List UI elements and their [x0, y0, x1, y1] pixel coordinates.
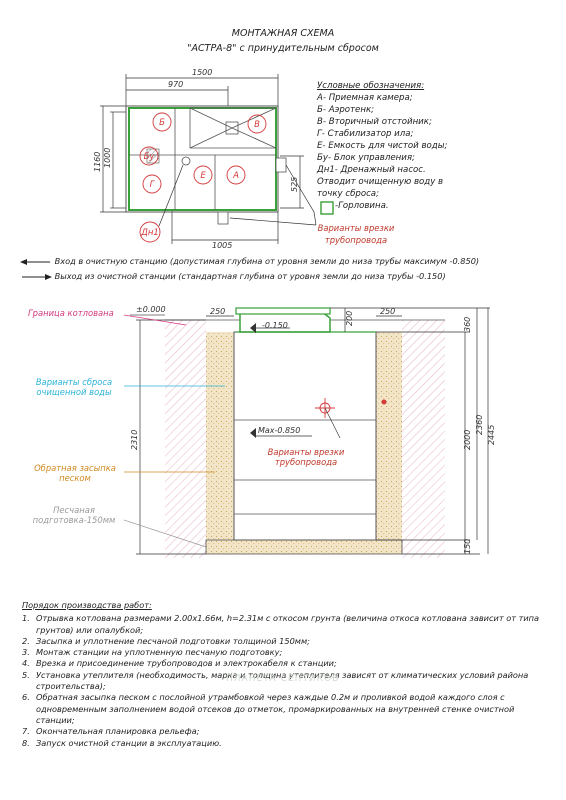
- procedure-step: 8.Запуск очистной станции в эксплуатацию…: [22, 737, 222, 748]
- dim-2360: 2360: [475, 415, 484, 435]
- legend-item: Бу- Блок управления;: [317, 153, 415, 163]
- dim-1005: 1005: [212, 241, 232, 250]
- procedure-step: 5.Установка утеплителя (необходимость, м…: [22, 669, 529, 692]
- dim-525: 525: [290, 177, 299, 192]
- dim-1000: 1000: [103, 148, 112, 168]
- soil-right: [402, 320, 445, 558]
- backfill-label: Обратная засыпка песком: [34, 463, 116, 483]
- dim-970: 970: [168, 80, 183, 89]
- procedure-step: 2.Засыпка и уплотнение песчаной подготов…: [22, 635, 310, 646]
- legend-item: Е- Емкость для чистой воды;: [317, 141, 448, 151]
- section-view: -0.150 Max-0.850 2310 250 250 200 360: [123, 305, 496, 558]
- depth-outlet-label: -0.150: [262, 321, 288, 330]
- neck-legend-swatch: [320, 201, 334, 215]
- chamber-v-label: В: [254, 120, 260, 130]
- legend: Условные обозначения: А- Приемная камера…: [317, 80, 447, 212]
- outlet-text: Выход из очистной станции (стандартная г…: [54, 271, 446, 281]
- dim-2000: 2000: [463, 430, 472, 450]
- procedure-step: 7.Окончательная планировка рельефа;: [22, 726, 200, 737]
- inlet-note: Вход в очистную станцию (допустимая глуб…: [20, 256, 479, 266]
- legend-item: В- Вторичный отстойник;: [317, 117, 432, 127]
- legend-hatch-label: -Горловина.: [335, 201, 389, 211]
- arrow-right-icon: [22, 273, 52, 280]
- dim-360: 360: [463, 317, 472, 332]
- legend-item: Б- Аэротенк;: [317, 105, 375, 115]
- procedure-step: 1.Отрывка котлована размерами 2.00х1.66м…: [22, 613, 540, 635]
- legend-item: А- Приемная камера;: [317, 93, 413, 103]
- dim-2445: 2445: [487, 425, 496, 445]
- chamber-e-label: Е: [200, 171, 206, 181]
- dim-150: 150: [463, 539, 472, 554]
- backfill-left: [206, 332, 234, 540]
- discharge-variants-label: Варианты сброса очищенной воды: [35, 377, 113, 397]
- plan-view: 1500 970 1160 1000 525 1005 Б В: [93, 68, 395, 250]
- legend-item: Г- Стабилизатор ила;: [317, 129, 414, 139]
- section-pipe-variants-label: Варианты врезки трубопровода: [267, 447, 345, 467]
- dim-1160: 1160: [93, 152, 102, 172]
- legend-heading: Условные обозначения:: [317, 81, 425, 91]
- procedure-heading: Порядок производства работ:: [22, 600, 152, 610]
- chamber-b-label: Б: [159, 118, 165, 128]
- legend-item: точку сброса;: [317, 189, 379, 199]
- procedure-step: 3.Монтаж станции на уплотненную песчаную…: [22, 647, 283, 658]
- soil-left: [165, 320, 206, 558]
- ground-level-label: ±0.000: [136, 305, 166, 314]
- arrow-left-icon: [20, 258, 50, 265]
- page-subtitle: "АСТРА-8" с принудительным сбросом: [187, 43, 379, 54]
- inlet-text: Вход в очистную станцию (допустимая глуб…: [54, 256, 480, 266]
- pit-boundary-label: Граница котлована: [28, 308, 114, 318]
- page-title: МОНТАЖНАЯ СХЕМА: [231, 28, 335, 39]
- procedure-step: 6.Обратная засыпка песком с послойной ут…: [22, 692, 515, 725]
- procedure: Порядок производства работ: 1.Отрывка ко…: [22, 600, 552, 749]
- depth-inlet-label: Max-0.850: [258, 426, 300, 435]
- plan-pipe-variants-label-1: Варианты врезки: [318, 223, 395, 233]
- dim-2310: 2310: [130, 430, 139, 450]
- dim-right-250: 250: [380, 307, 395, 316]
- procedure-step: 4.Врезка и присоединение трубопроводов и…: [22, 658, 337, 669]
- dim-left-250: 250: [210, 307, 225, 316]
- plan-pipe-variants-label-2: трубопровода: [325, 235, 387, 245]
- sand-base-label: Песчаная подготовка-150мм: [32, 505, 116, 525]
- chamber-bu-label: Бу: [144, 152, 156, 162]
- dim-200: 200: [345, 311, 354, 326]
- chamber-a-label: А: [232, 171, 239, 181]
- chamber-g-label: Г: [150, 180, 156, 190]
- legend-item: Дн1- Дренажный насос.: [317, 165, 426, 175]
- outlet-note: Выход из очистной станции (стандартная г…: [20, 271, 446, 281]
- drain-pump-label: Дн1: [140, 228, 159, 238]
- legend-item: Отводит очищенную воду в: [317, 177, 444, 187]
- backfill-right: [376, 332, 402, 540]
- control-unit-hatch: [146, 148, 160, 164]
- sand-base: [205, 539, 403, 555]
- dim-1500: 1500: [192, 68, 212, 77]
- watermark: ПЛАНЕТА СЕПТИКОВ: [226, 674, 340, 684]
